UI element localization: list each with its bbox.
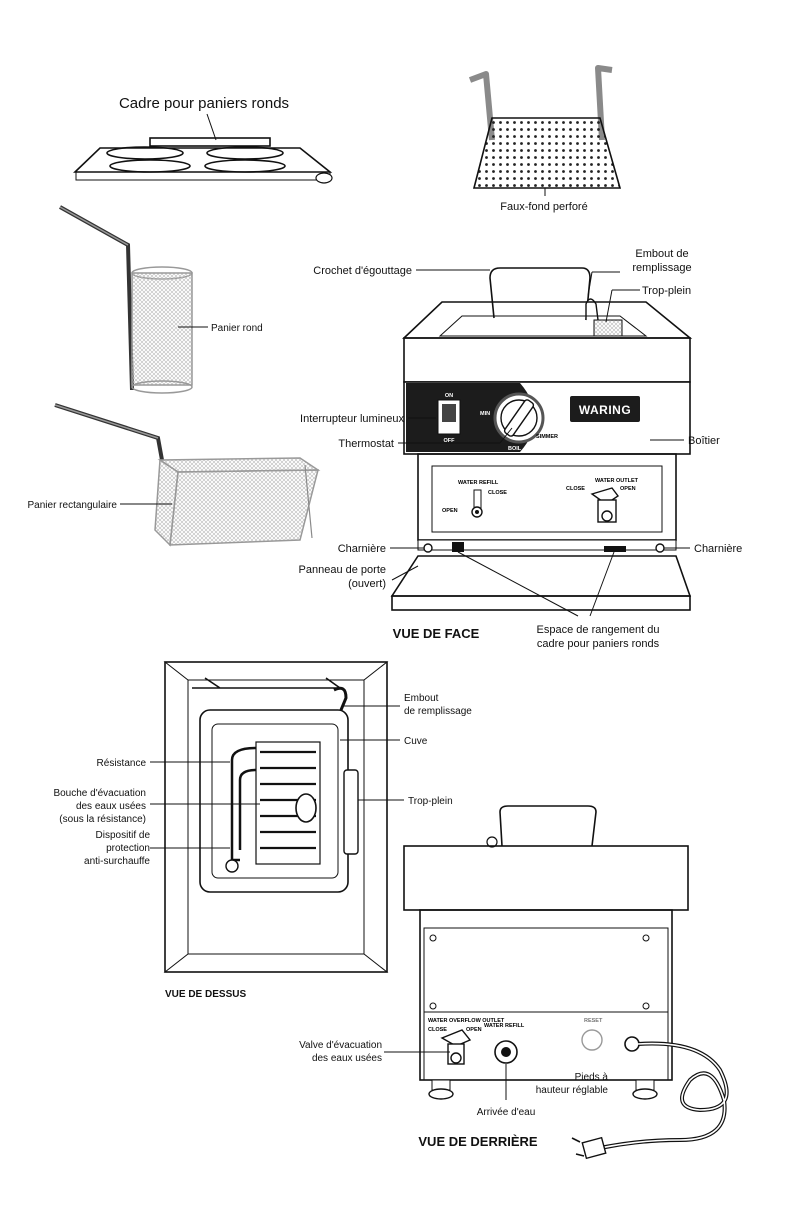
top-fill-spout-label-2: de remplissage (404, 706, 472, 717)
dial-boil-text: BOIL (508, 446, 522, 452)
rect-basket-label: Panier rectangulaire (28, 500, 118, 511)
housing-label: Boîtier (688, 435, 720, 447)
front-view: ON OFF MIN BOIL SIMMER WARING WATER REFI… (299, 248, 743, 650)
hinge-left-label: Charnière (338, 543, 386, 555)
water-outlet-text: WATER OUTLET (595, 478, 639, 484)
dial-min-text: MIN (480, 411, 490, 417)
tank-label: Cuve (404, 736, 428, 747)
false-bottom: Faux-fond perforé (468, 65, 622, 213)
rear-view-title: VUE DE DERRIÈRE (418, 1134, 538, 1149)
overheat-label-1: Dispositif de (96, 830, 151, 841)
feet-label-1: Pieds à (575, 1072, 609, 1083)
panel-open-text: OPEN (466, 1027, 482, 1033)
overheat-label-3: anti-surchauffe (84, 856, 150, 867)
fill-spout-label-1: Embout de (635, 248, 688, 260)
switch-on-text: ON (445, 393, 453, 399)
element-label: Résistance (97, 758, 147, 769)
hinge-right-label: Charnière (694, 543, 742, 555)
top-view-title: VUE DE DESSUS (165, 989, 246, 1000)
drain-valve-label-1: Valve d'évacuation (299, 1040, 382, 1051)
panel-overflow-text: WATER OVERFLOW OUTLET (428, 1018, 505, 1024)
illuminated-switch-label: Interrupteur lumineux (300, 413, 404, 425)
round-basket-frame: Cadre pour paniers ronds (73, 95, 333, 184)
top-overflow-label: Trop-plein (408, 796, 453, 807)
water-refill-text: WATER REFILL (458, 480, 499, 486)
water-inlet-label: Arrivée d'eau (477, 1107, 536, 1118)
drip-hook-label: Crochet d'égouttage (313, 265, 412, 277)
overflow-label: Trop-plein (642, 285, 691, 297)
outlet-close-text: CLOSE (566, 486, 585, 492)
brand-logo: WARING (579, 403, 631, 417)
feet-label-2: hauteur réglable (536, 1085, 609, 1096)
storage-label-1: Espace de rangement du (537, 624, 660, 636)
panel-reset-text: RESET (584, 1018, 603, 1024)
refill-open-text: OPEN (442, 508, 458, 514)
drain-label-2: des eaux usées (76, 801, 146, 812)
dial-simmer-text: SIMMER (536, 434, 558, 440)
frame-label: Cadre pour paniers ronds (119, 95, 289, 112)
outlet-open-text: OPEN (620, 486, 636, 492)
front-view-title: VUE DE FACE (393, 626, 480, 641)
drain-label-3: (sous la résistance) (59, 814, 146, 825)
rect-basket: Panier rectangulaire (28, 403, 321, 547)
fill-spout-label-2: remplissage (632, 262, 691, 274)
drain-label-1: Bouche d'évacuation (53, 788, 146, 799)
door-panel-label-1: Panneau de porte (299, 564, 386, 576)
drain-valve-label-2: des eaux usées (312, 1053, 382, 1064)
round-basket: Panier rond (59, 205, 263, 394)
round-basket-label: Panier rond (211, 323, 263, 334)
top-view: Embout de remplissage Cuve Résistance Bo… (53, 661, 472, 1000)
overheat-label-2: protection (106, 843, 150, 854)
rear-view: WATER OVERFLOW OUTLET CLOSE OPEN WATER R… (299, 805, 729, 1160)
false-bottom-label: Faux-fond perforé (500, 201, 587, 213)
door-panel-label-2: (ouvert) (348, 578, 386, 590)
switch-off-text: OFF (444, 438, 456, 444)
top-fill-spout-label-1: Embout (404, 693, 439, 704)
panel-refill-text: WATER REFILL (484, 1023, 525, 1029)
thermostat-label: Thermostat (338, 438, 394, 450)
panel-close-text: CLOSE (428, 1027, 447, 1033)
storage-label-2: cadre pour paniers ronds (537, 638, 660, 650)
refill-close-text: CLOSE (488, 490, 507, 496)
